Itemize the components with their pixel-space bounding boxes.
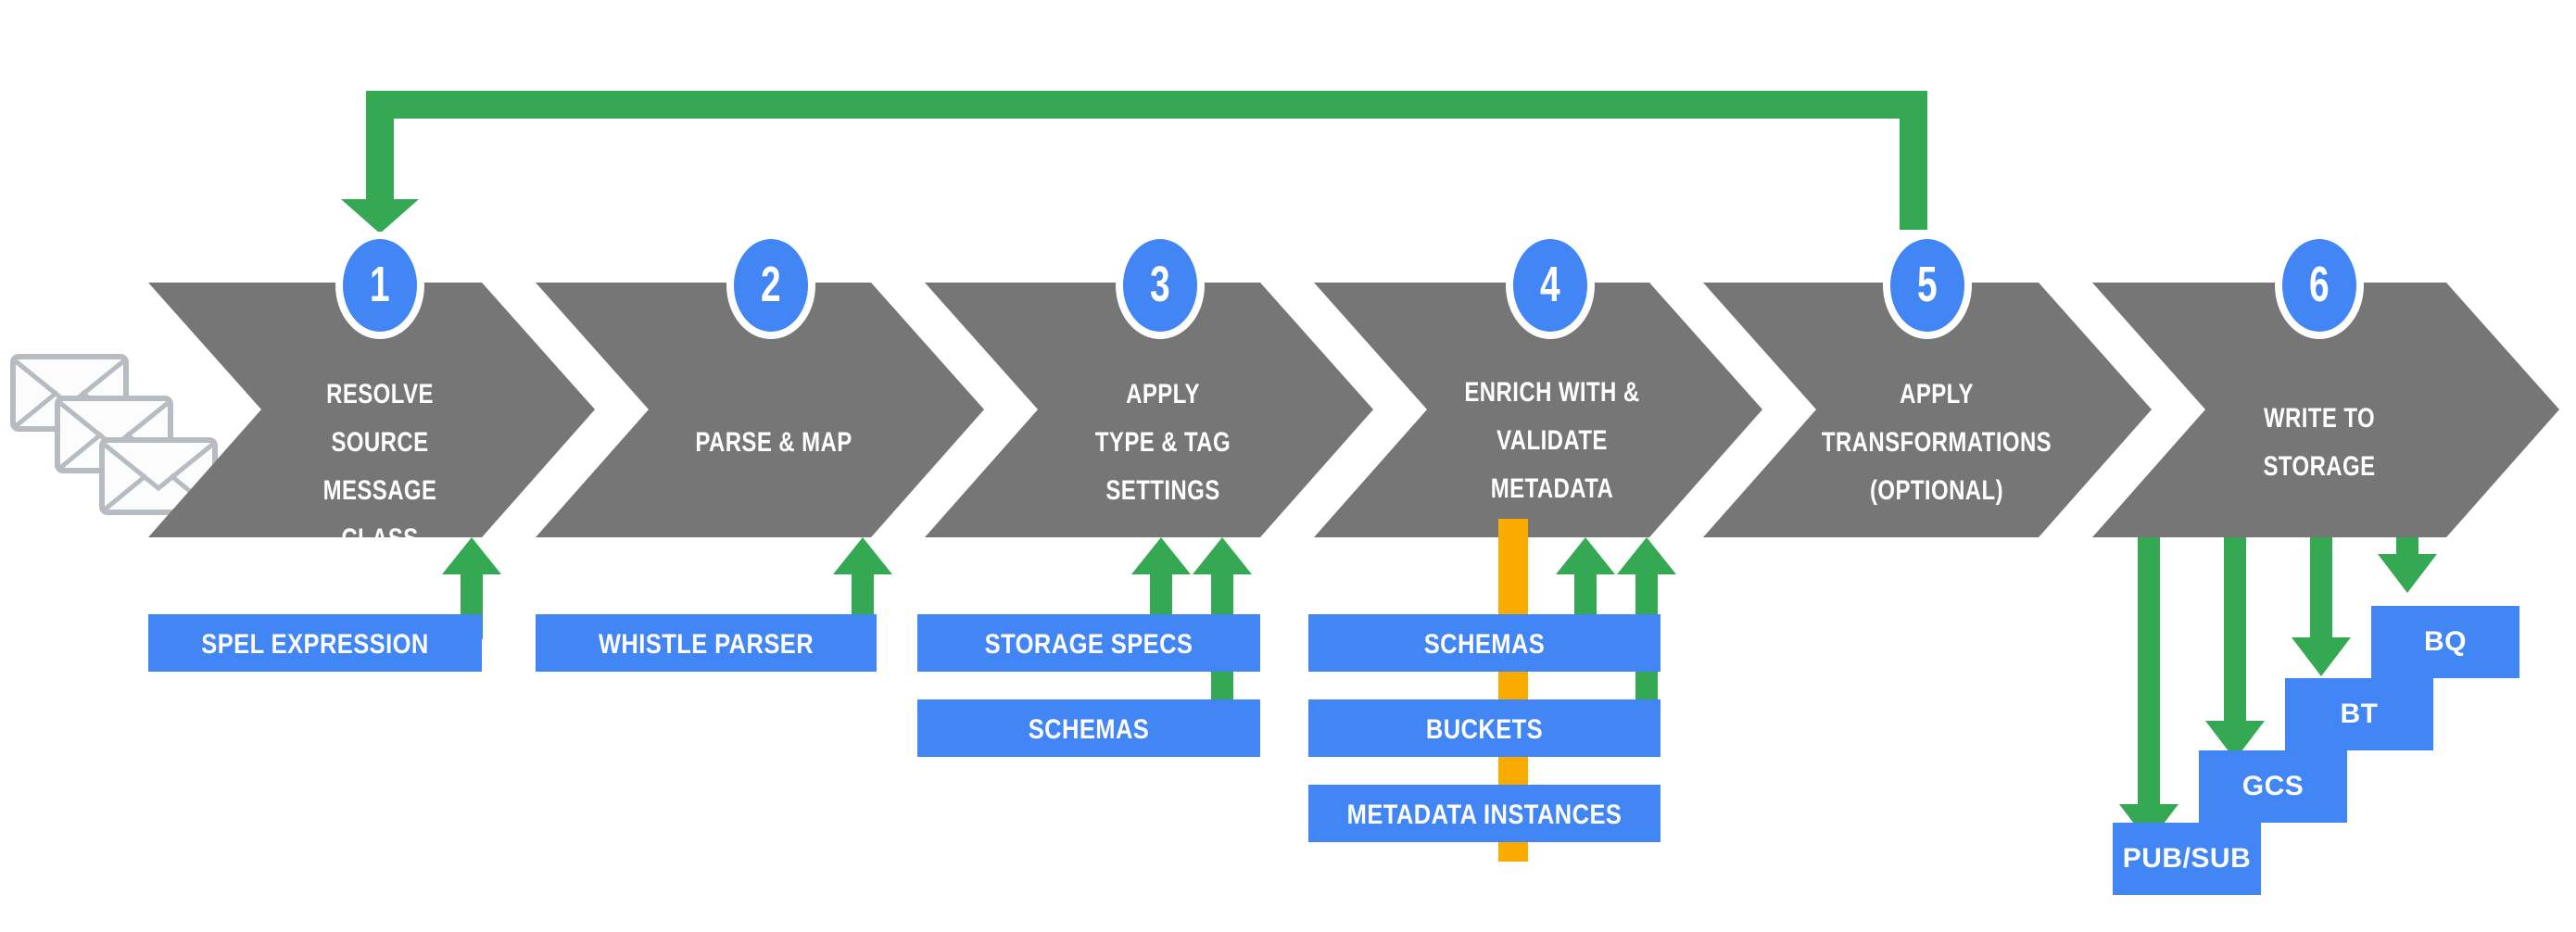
chip-label-metadata-instances: METADATA INSTANCES xyxy=(1346,800,1623,830)
sink-label-bt: BT xyxy=(2340,699,2379,729)
stage-chevron-5 xyxy=(1703,283,2152,537)
stage-label-line: (OPTIONAL) xyxy=(1870,475,2003,506)
stage-label-4: ENRICH WITH & VALIDATE METADATA xyxy=(1452,369,1652,513)
stage-label-2: PARSE & MAP xyxy=(674,419,874,467)
stage-chevron-2 xyxy=(536,283,984,537)
envelopes-icon xyxy=(10,354,218,515)
stage-chevron-6 xyxy=(2092,283,2559,537)
stage-label-1: RESOLVE SOURCE MESSAGE CLASS xyxy=(284,371,476,563)
stage-badge-2 xyxy=(726,232,815,339)
chip-label-spel-expression: SPEL EXPRESSION xyxy=(201,629,429,660)
sink-label-pub-sub: PUB/SUB xyxy=(2122,843,2252,874)
stage-label-3: APPLY TYPE & TAG SETTINGS xyxy=(1067,371,1259,515)
sink-label-gcs: GCS xyxy=(2241,771,2305,801)
stage-label-5: APPLY TRANSFORMATIONS (OPTIONAL) xyxy=(1818,371,2055,515)
stage-badge-number-1: 1 xyxy=(369,257,390,312)
chip-label-storage-specs: STORAGE SPECS xyxy=(984,629,1193,660)
stage-label-line: PARSE & MAP xyxy=(695,427,852,458)
stage-badge-number-5: 5 xyxy=(1916,257,1938,312)
stage-label-6: WRITE TO STORAGE xyxy=(2227,395,2412,491)
feedback-loop-arrow xyxy=(341,91,1927,233)
stage-badge-1 xyxy=(335,232,424,339)
stage-chevron-4 xyxy=(1314,283,1762,537)
stage-badge-number-4: 4 xyxy=(1539,257,1560,312)
stage-badge-number-2: 2 xyxy=(760,257,781,312)
stage-3-feed-arrow-a xyxy=(1131,537,1191,639)
chip-label-buckets: BUCKETS xyxy=(1425,714,1544,745)
stage-chevron-3 xyxy=(925,283,1373,537)
stage-badge-3 xyxy=(1116,232,1205,339)
stage-badge-number-6: 6 xyxy=(2308,257,2330,312)
sink-box-bt[interactable] xyxy=(2285,678,2433,750)
sink-arrow-gcs xyxy=(2205,537,2265,760)
stage-label-line: APPLY xyxy=(1900,379,1974,409)
sink-box-gcs[interactable] xyxy=(2199,750,2347,823)
chip-whistle-parser[interactable] xyxy=(536,614,877,672)
stage-label-line: APPLY xyxy=(1126,379,1200,409)
stage-label-line: ENRICH WITH & xyxy=(1464,377,1640,408)
stage-4-feed-arrow-a xyxy=(1556,537,1615,639)
stage-label-line: TYPE & TAG xyxy=(1094,427,1231,458)
stage-label-line: WRITE TO xyxy=(2263,403,2376,434)
stage-label-line: MESSAGE CLASS xyxy=(322,475,437,554)
chip-label-schemas-4: SCHEMAS xyxy=(1423,629,1546,660)
stage-label-line: TRANSFORMATIONS xyxy=(1821,427,2052,458)
stage-label-line: SOURCE xyxy=(331,427,429,458)
chip-schemas-3[interactable] xyxy=(917,699,1260,757)
stage-badge-5 xyxy=(1883,232,1972,339)
stage-1-feed-arrow xyxy=(442,537,501,639)
stage-label-line: VALIDATE xyxy=(1496,425,1608,456)
sink-label-bq: BQ xyxy=(2424,626,2467,657)
stage-label-line: RESOLVE xyxy=(326,379,434,409)
chip-metadata-instances[interactable] xyxy=(1308,785,1661,842)
chip-label-whistle-parser: WHISTLE PARSER xyxy=(598,629,814,660)
sink-box-pub-sub[interactable] xyxy=(2113,823,2261,895)
stage-chevron-1 xyxy=(148,283,595,537)
chip-spel-expression[interactable] xyxy=(148,614,482,672)
chip-label-schemas-3: SCHEMAS xyxy=(1028,714,1150,745)
stage-badge-4 xyxy=(1506,232,1595,339)
stage-label-line: METADATA xyxy=(1490,473,1614,504)
stage-label-line: STORAGE xyxy=(2263,451,2376,482)
sink-arrow-pubsub xyxy=(2119,537,2178,843)
stage-badge-number-3: 3 xyxy=(1149,257,1170,312)
chip-buckets[interactable] xyxy=(1308,699,1661,757)
stage-label-line: SETTINGS xyxy=(1105,475,1220,506)
stage-2-feed-arrow xyxy=(833,537,892,639)
sink-box-bq[interactable] xyxy=(2371,606,2519,678)
chip-storage-specs[interactable] xyxy=(917,614,1260,672)
chip-schemas-4[interactable] xyxy=(1308,614,1661,672)
stage-badge-6 xyxy=(2275,232,2364,339)
sink-arrow-bq xyxy=(2378,537,2437,593)
sink-arrow-bt xyxy=(2292,537,2351,676)
